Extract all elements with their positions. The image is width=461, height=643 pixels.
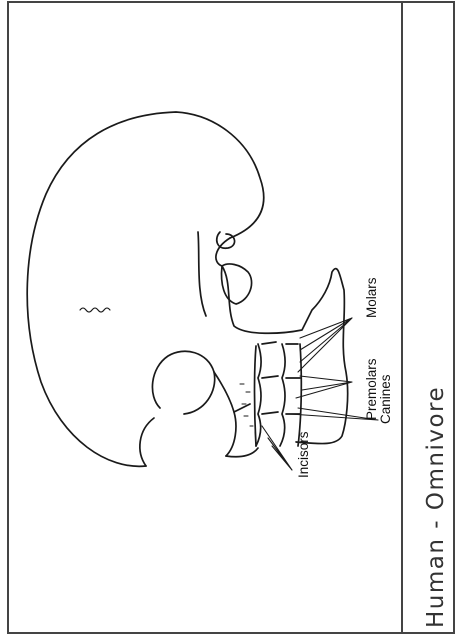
cranial-suture (80, 308, 110, 312)
label-premolars: Premolars (364, 358, 379, 420)
lower-teeth (280, 344, 300, 446)
label-molars: Molars (364, 277, 379, 318)
label-canines: Canines (378, 374, 393, 424)
label-pointer-lines (262, 318, 378, 470)
footer-caption: Human - Omnivore (423, 386, 449, 628)
human-skull-illustration (27, 112, 347, 466)
premolars-pointers (296, 376, 352, 398)
occipital-outline (216, 238, 230, 266)
nasal-cavity (214, 372, 236, 456)
condyle (222, 264, 252, 304)
brow-ridge (140, 418, 154, 466)
upper-teeth (256, 342, 278, 446)
eye-socket (152, 351, 214, 414)
incisors-pointers (262, 426, 292, 470)
label-incisors: Incisors (296, 431, 311, 478)
zygomatic-arch (198, 232, 206, 316)
